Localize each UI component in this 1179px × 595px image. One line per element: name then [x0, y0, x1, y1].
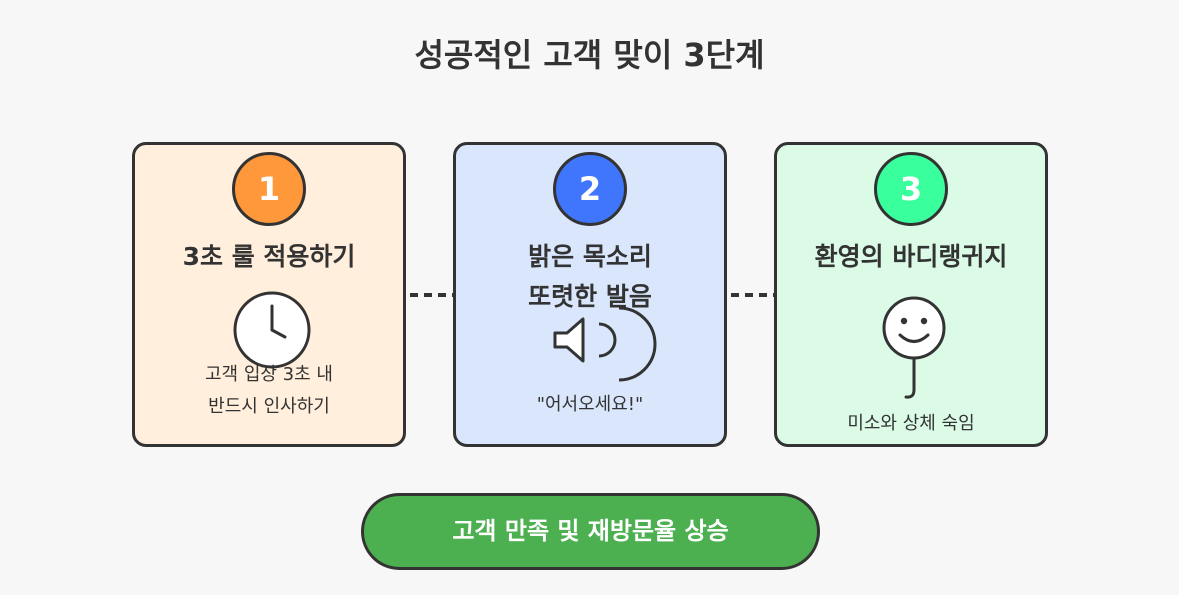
- step-title-2: 밝은 목소리 또렷한 발음: [456, 237, 724, 317]
- clock-icon: [233, 291, 311, 369]
- step-card-2: 2 밝은 목소리 또렷한 발음 "어서오세요!": [453, 142, 727, 447]
- step-title-3: 환영의 바디랭귀지: [777, 237, 1045, 277]
- step-number-badge-1: 1: [232, 152, 306, 226]
- diagram-title: 성공적인 고객 맞이 3단계: [414, 36, 765, 74]
- step-card-3: 3 환영의 바디랭귀지 미소와 상체 숙임: [774, 142, 1048, 447]
- result-banner: 고객 만족 및 재방문율 상승: [361, 493, 820, 570]
- step-title-line: 3초 룰 적용하기: [182, 242, 356, 271]
- step-desc-2: "어서오세요!": [456, 389, 724, 421]
- step-number-badge-2: 2: [553, 152, 627, 226]
- step-desc-line: 고객 입장 3초 내: [205, 364, 333, 385]
- step-desc-1: 고객 입장 3초 내 반드시 인사하기: [135, 359, 403, 423]
- step-desc-line: 반드시 인사하기: [208, 396, 330, 417]
- step-desc-line: 미소와 상체 숙임: [847, 413, 975, 434]
- speaker-icon: [553, 306, 657, 382]
- step-title-1: 3초 룰 적용하기: [135, 237, 403, 277]
- step-title-line: 밝은 목소리: [528, 242, 652, 271]
- smiley-icon: [882, 296, 946, 399]
- step-number-badge-3: 3: [874, 152, 948, 226]
- step-title-line: 환영의 바디랭귀지: [814, 242, 1008, 271]
- step-desc-3: 미소와 상체 숙임: [777, 408, 1045, 440]
- step-card-1: 1 3초 룰 적용하기 고객 입장 3초 내 반드시 인사하기: [132, 142, 406, 447]
- step-desc-line: "어서오세요!": [536, 394, 644, 415]
- step-title-line: 또렷한 발음: [528, 282, 652, 311]
